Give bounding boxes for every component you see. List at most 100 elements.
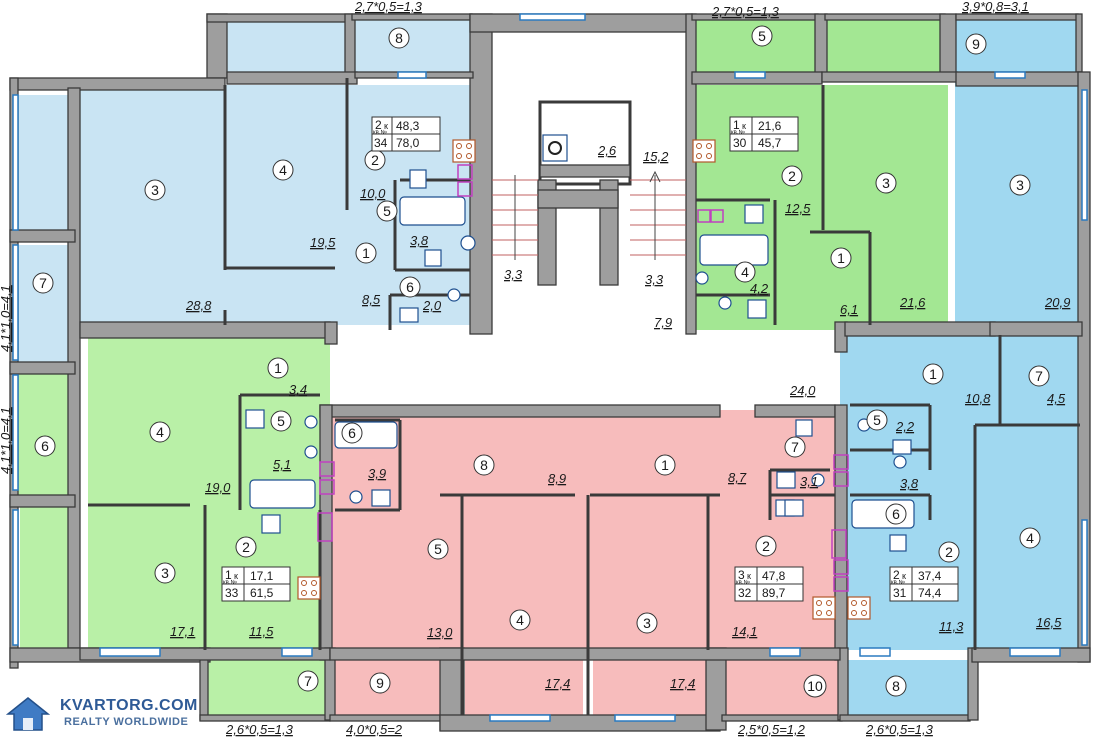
toilet-icon	[409, 169, 427, 189]
apt33-room-left	[20, 505, 75, 650]
svg-text:кв.№: кв.№	[223, 579, 237, 586]
room-number: 4	[734, 261, 756, 283]
svg-text:1: 1	[733, 118, 740, 132]
svg-text:5: 5	[434, 541, 442, 557]
balcony-dim-left-7: 4,1*1,0=4,1	[0, 285, 13, 352]
svg-text:2: 2	[945, 544, 953, 560]
room-number: 3	[144, 179, 166, 201]
svg-text:17,1: 17,1	[250, 569, 274, 583]
stairwell	[492, 100, 686, 286]
apt34-room-4	[225, 85, 347, 325]
svg-text:3,1: 3,1	[800, 474, 818, 489]
apt32-hall	[330, 410, 840, 650]
balcony-dim-left-6: 4,1*1,0=4,1	[0, 407, 13, 474]
svg-text:1: 1	[274, 360, 282, 376]
svg-text:21,6: 21,6	[899, 295, 926, 310]
sink-icon	[776, 471, 796, 489]
svg-text:6: 6	[892, 506, 900, 522]
svg-text:3,4: 3,4	[289, 382, 307, 397]
room-numbers: 8 3 4 2 5 1 6 7 5 2 3 4 1 9 3 1 7 5 6 2 …	[32, 25, 1050, 698]
svg-text:15,2: 15,2	[643, 149, 669, 164]
sink-icon	[371, 489, 391, 507]
sink-icon	[261, 514, 281, 534]
apt34-balcony-8	[355, 20, 473, 75]
balcony-dim-top-8: 2,7*0,5=1,3	[354, 0, 423, 14]
balcony-dim-top-5: 2,7*0,5=1,3	[711, 4, 780, 19]
room-number: 3	[1009, 174, 1031, 196]
svg-text:3,8: 3,8	[410, 233, 429, 248]
svg-text:24,0: 24,0	[789, 383, 816, 398]
sink-icon	[424, 249, 442, 267]
room-number: 3	[875, 172, 897, 194]
svg-text:6: 6	[348, 425, 356, 441]
svg-text:8,7: 8,7	[728, 470, 747, 485]
bathtub-icon	[399, 196, 466, 226]
elevator-shaft	[542, 134, 568, 162]
svg-text:8: 8	[480, 457, 488, 473]
svg-text:2: 2	[762, 538, 770, 554]
room-number: 9	[965, 33, 987, 55]
svg-text:19,5: 19,5	[310, 235, 336, 250]
svg-text:2: 2	[371, 152, 379, 168]
room-number: 2	[755, 535, 777, 557]
svg-text:37,4: 37,4	[918, 569, 942, 583]
elevator-icon	[548, 141, 562, 155]
svg-text:10: 10	[807, 678, 823, 694]
svg-text:2,2: 2,2	[895, 419, 915, 434]
sink-icon	[747, 299, 767, 319]
svg-text:2,6: 2,6	[597, 143, 617, 158]
room-number: 5	[866, 409, 888, 431]
svg-text:4: 4	[516, 612, 524, 628]
stove-icon	[847, 596, 871, 620]
apt32-room-3	[593, 495, 708, 715]
svg-text:к: к	[902, 571, 906, 581]
toilet-icon	[304, 415, 318, 429]
svg-text:1: 1	[225, 568, 232, 582]
svg-text:кв.№: кв.№	[891, 579, 905, 586]
sink-icon	[460, 235, 476, 251]
svg-text:1: 1	[362, 245, 370, 261]
fixtures	[245, 169, 915, 552]
room-number: 3	[636, 612, 658, 634]
room-number: 7	[32, 272, 54, 294]
toilet-icon	[304, 445, 318, 459]
room-number: 1	[654, 454, 676, 476]
balcony-dim-bottom-7: 2,6*0,5=1,3	[225, 722, 294, 737]
svg-text:34: 34	[374, 136, 388, 150]
room-number: 2	[938, 541, 960, 563]
bathtub-icon	[249, 479, 316, 509]
svg-text:31: 31	[893, 586, 907, 600]
svg-text:7: 7	[304, 673, 312, 689]
svg-text:6,1: 6,1	[840, 302, 858, 317]
toilet-icon	[447, 288, 461, 302]
svg-text:2: 2	[788, 168, 796, 184]
apartment-30-fill	[693, 20, 948, 330]
sink-icon	[795, 419, 813, 437]
svg-text:7: 7	[39, 275, 47, 291]
svg-text:8: 8	[395, 30, 403, 46]
svg-text:6: 6	[406, 279, 414, 295]
svg-text:5: 5	[383, 203, 391, 219]
apt34-balcony-left	[15, 95, 73, 230]
svg-text:4,5: 4,5	[1047, 391, 1066, 406]
svg-text:78,0: 78,0	[396, 136, 420, 150]
svg-text:28,8: 28,8	[185, 298, 212, 313]
room-number: 5	[427, 538, 449, 560]
apt33-balcony-6	[15, 370, 73, 495]
svg-text:3,8: 3,8	[900, 476, 919, 491]
room-number: 4	[1019, 527, 1041, 549]
toilet-icon	[811, 473, 825, 487]
svg-text:14,1: 14,1	[732, 624, 757, 639]
room-number: 6	[34, 435, 56, 457]
svg-text:3: 3	[161, 565, 169, 581]
svg-text:16,5: 16,5	[1036, 615, 1062, 630]
svg-text:4: 4	[156, 424, 164, 440]
svg-text:45,7: 45,7	[758, 136, 782, 150]
room-number: 7	[784, 436, 806, 458]
apt34-room-3	[73, 85, 225, 325]
room-number: 6	[399, 276, 421, 298]
apt30-room-3	[823, 85, 948, 330]
apt30-balcony-top	[825, 20, 945, 75]
svg-text:74,4: 74,4	[918, 586, 942, 600]
